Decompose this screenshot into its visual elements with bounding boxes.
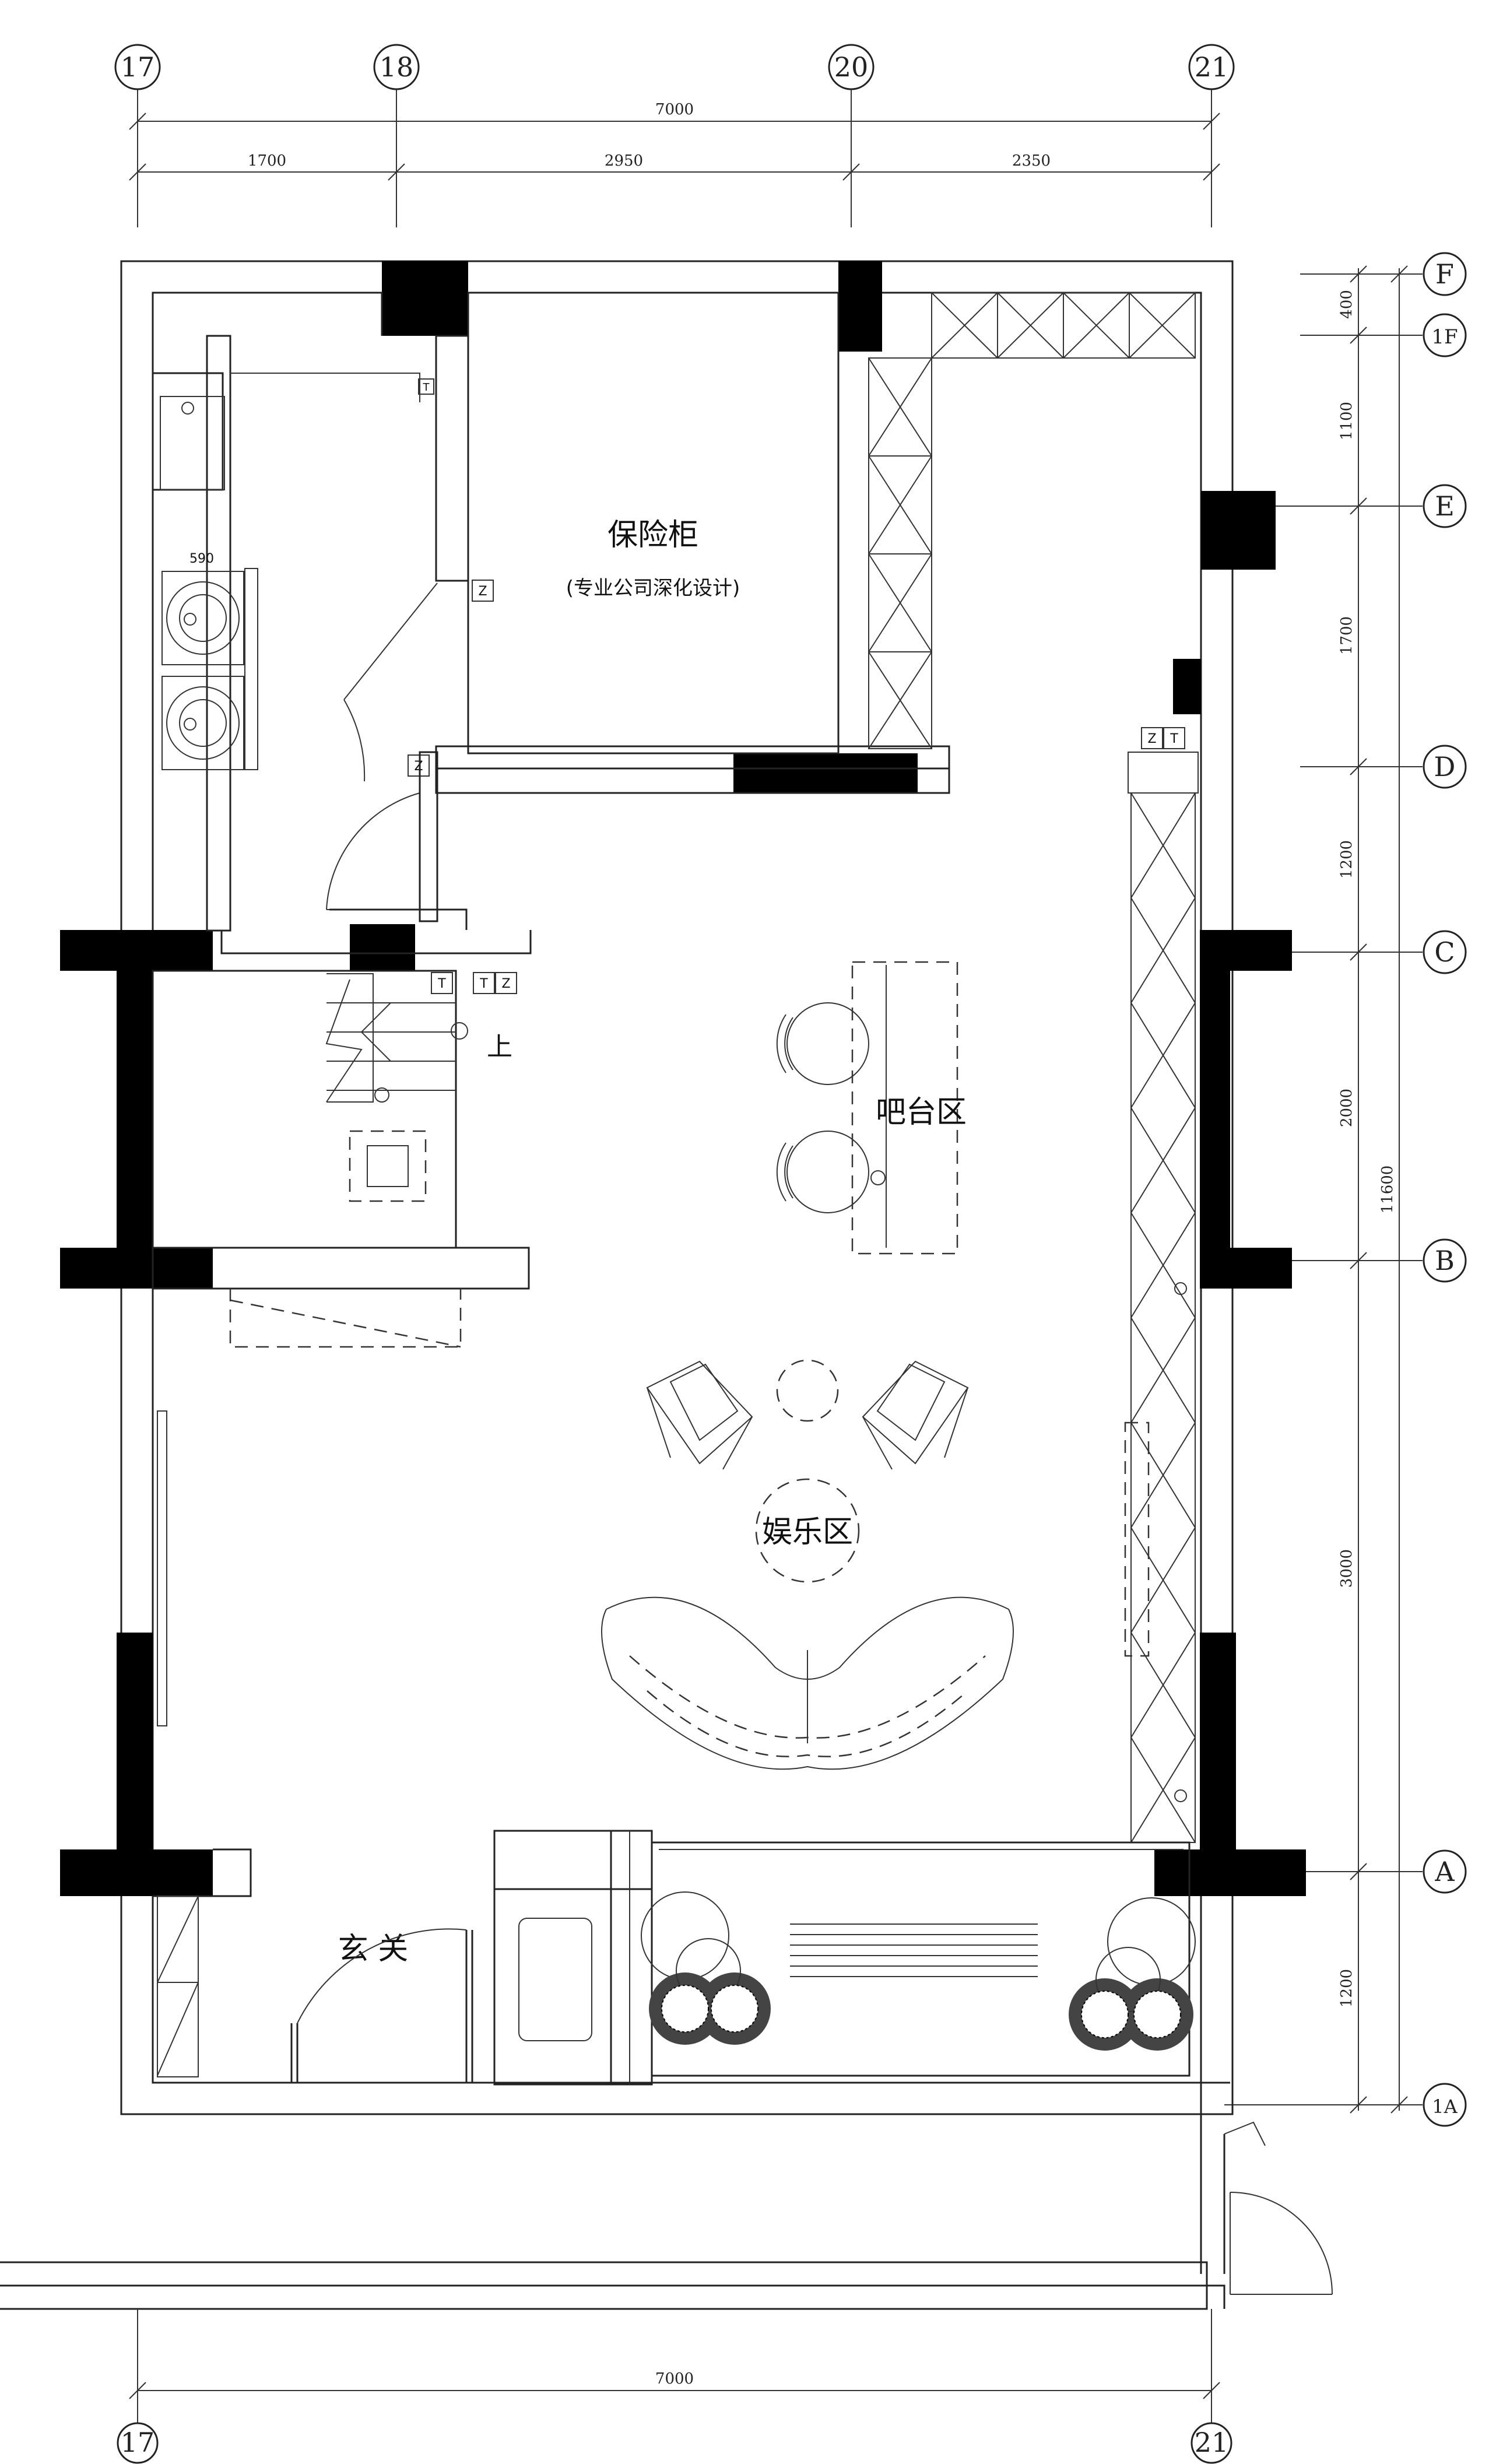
left-wardrobe-column (868, 357, 932, 749)
right-wardrobe-column (1124, 752, 1199, 1843)
grid-right-D: D (1434, 751, 1456, 782)
grid-right-E: E (1435, 490, 1455, 522)
bottom-dimensions: 7000 17 21 (117, 2309, 1232, 2464)
structural-columns (60, 261, 1306, 1896)
grid-right-F: F (1435, 258, 1454, 290)
label-mirror-width: 590 (189, 552, 214, 566)
vent-grille (790, 1924, 1038, 1977)
bathroom-area: 590 (152, 292, 532, 954)
dim-right-seg4: 1200 (1338, 840, 1355, 879)
tags: Z Z Z T T T Z T (408, 378, 1185, 994)
grid-right-A: A (1434, 1856, 1455, 1887)
grid-right-1F: 1F (1431, 325, 1458, 349)
label-entertainment-area: 娱乐区 (762, 1515, 853, 1550)
grid-top-21: 21 (1195, 51, 1229, 83)
tag-t1: T (1170, 732, 1178, 746)
tag-t3: T (479, 977, 488, 991)
dim-top-overall: 7000 (655, 101, 694, 118)
tag-t2: T (437, 977, 446, 991)
plant-cluster-right (1069, 1897, 1196, 2051)
tag-z1: Z (478, 584, 487, 599)
grid-top-20: 20 (834, 51, 869, 83)
grid-right-1A: 1A (1432, 2096, 1458, 2118)
safe-cabinet-room: 保险柜 (专业公司深化设计) (435, 292, 950, 794)
label-stair-up: 上 (487, 1032, 512, 1062)
tag-z2: Z (414, 759, 423, 774)
grid-bottom-21: 21 (1195, 2427, 1229, 2458)
grid-bottom-17: 17 (121, 2427, 155, 2458)
dim-top-seg2: 2950 (605, 152, 643, 170)
right-grid-bubbles: F 1F E D C B A 1A (1423, 252, 1467, 2127)
right-dimensions: 400 1100 1700 1200 2000 3000 1200 11600 (1224, 265, 1423, 2114)
grid-right-C: C (1434, 936, 1455, 968)
tag-z4: Z (501, 977, 510, 991)
tag-z3: Z (1147, 732, 1156, 746)
dim-right-overall: 11600 (1379, 1166, 1396, 1214)
armchair-right (862, 1360, 969, 1470)
entertainment-area: 娱乐区 (157, 1359, 1014, 1770)
top-wardrobe (931, 292, 1196, 359)
label-safe-cabinet: 保险柜 (607, 518, 698, 553)
grid-top-18: 18 (380, 51, 414, 83)
grid-right-B: B (1435, 1245, 1455, 1276)
plant-cluster-left (641, 1891, 771, 2045)
tag-t4: T (423, 381, 430, 394)
dim-right-seg7: 1200 (1338, 1969, 1355, 2007)
bar-area: 吧台区 (776, 961, 967, 1255)
dim-right-seg2: 1100 (1338, 402, 1355, 440)
dim-right-seg5: 2000 (1338, 1089, 1355, 1127)
stair-room: 上 (152, 970, 530, 1348)
curved-sofa (601, 1596, 1014, 1770)
balcony-planter (641, 1841, 1196, 2077)
entrance-area: 玄 关 (153, 1830, 1230, 2111)
dim-bottom-overall: 7000 (655, 2370, 694, 2388)
label-bar-area: 吧台区 (876, 1095, 967, 1130)
dim-right-seg6: 3000 (1338, 1549, 1355, 1588)
armchair-left (646, 1360, 753, 1470)
dim-top-seg3: 2350 (1012, 152, 1051, 170)
dim-right-seg3: 1700 (1338, 616, 1355, 655)
dim-top-seg1: 1700 (248, 152, 286, 170)
dim-right-seg1: 400 (1338, 290, 1355, 319)
top-grid-bubbles: 17 18 20 21 (114, 44, 1235, 90)
top-dimensions: 7000 1700 2950 2350 (129, 87, 1220, 227)
grid-top-17: 17 (121, 51, 155, 83)
lower-exterior (0, 2111, 1333, 2310)
label-safe-cabinet-note: (专业公司深化设计) (566, 577, 740, 600)
